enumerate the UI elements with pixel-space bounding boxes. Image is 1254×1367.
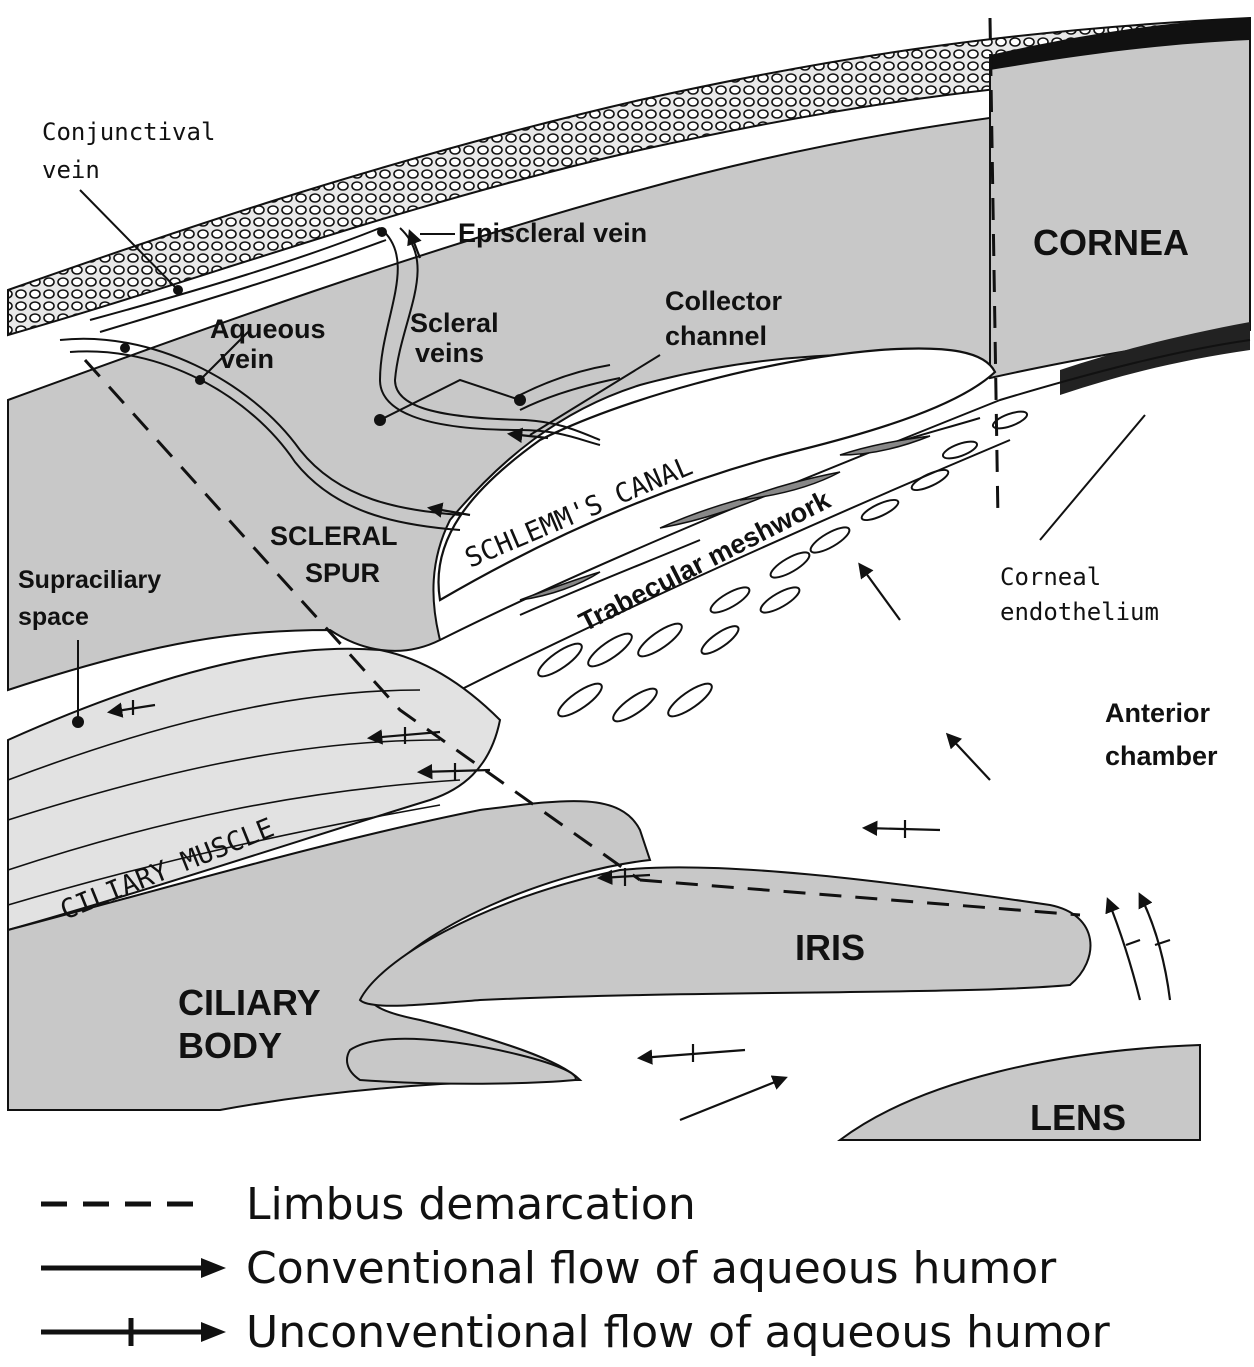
dashed-line-icon — [41, 1201, 206, 1207]
label-anterior-chamber-2: chamber — [1105, 741, 1218, 771]
schlemms-canal-lumen — [437, 347, 997, 602]
conventional-flow-arrows — [407, 229, 991, 1122]
label-corneal-endothelium-1: Corneal — [1000, 563, 1101, 591]
solid-arrow-icon — [41, 1258, 226, 1278]
unconventional-ticks — [131, 700, 1171, 1062]
label-lens: LENS — [1030, 1097, 1126, 1138]
veins — [59, 227, 621, 531]
ticked-arrow-icon — [41, 1318, 226, 1346]
label-ciliary-body-1: CILIARY — [178, 982, 321, 1023]
callout-lines — [77, 189, 1146, 720]
lens-tissue — [836, 1043, 1201, 1141]
ciliary-process — [346, 1037, 577, 1085]
cornea-tissue — [989, 36, 1251, 380]
legend: Limbus demarcation Conventional flow of … — [36, 1172, 1236, 1364]
label-collector-channel-2: channel — [665, 321, 767, 351]
label-aqueous-vein-1: Aqueous — [210, 314, 326, 344]
label-conjunctival-vein-1: Conjunctival — [42, 118, 215, 146]
label-scleral-spur-2: SPUR — [305, 558, 380, 588]
label-collector-channel-1: Collector — [665, 286, 783, 316]
legend-label-limbus: Limbus demarcation — [246, 1178, 696, 1230]
label-supraciliary-space-1: Supraciliary — [18, 566, 161, 594]
label-supraciliary-space-2: space — [18, 603, 89, 631]
ciliary-muscle-fibers — [7, 689, 461, 906]
corneal-epithelium-dark — [990, 18, 1250, 70]
legend-label-unconventional: Unconventional flow of aqueous humor — [246, 1306, 1110, 1358]
label-aqueous-vein-2: vein — [220, 344, 274, 374]
label-ciliary-body-2: BODY — [178, 1025, 282, 1066]
eye-anatomy-diagram: Conjunctival vein Episcleral vein CORNEA… — [7, 16, 1251, 1141]
meshwork-dark-bars — [519, 435, 931, 601]
limbus-demarcation-lines — [83, 17, 1081, 917]
ciliary-muscle — [7, 647, 502, 932]
label-scleral-veins-1: Scleral — [410, 308, 499, 338]
callout-dots — [72, 227, 526, 728]
label-corneal-endothelium-2: endothelium — [1000, 598, 1159, 626]
label-anterior-chamber-1: Anterior — [1105, 698, 1211, 728]
legend-item-unconventional: Unconventional flow of aqueous humor — [36, 1300, 1236, 1364]
label-scleral-veins-2: veins — [415, 338, 484, 368]
label-scleral-spur-1: SCLERAL — [270, 521, 398, 551]
legend-item-conventional: Conventional flow of aqueous humor — [36, 1236, 1236, 1300]
label-episcleral-vein: Episcleral vein — [458, 218, 647, 248]
label-cornea: CORNEA — [1033, 222, 1189, 263]
label-iris: IRIS — [795, 927, 865, 968]
legend-item-limbus: Limbus demarcation — [36, 1172, 1236, 1236]
meshwork-ellipses — [537, 410, 1029, 723]
legend-label-conventional: Conventional flow of aqueous humor — [246, 1242, 1057, 1294]
label-conjunctival-vein-2: vein — [42, 156, 100, 184]
